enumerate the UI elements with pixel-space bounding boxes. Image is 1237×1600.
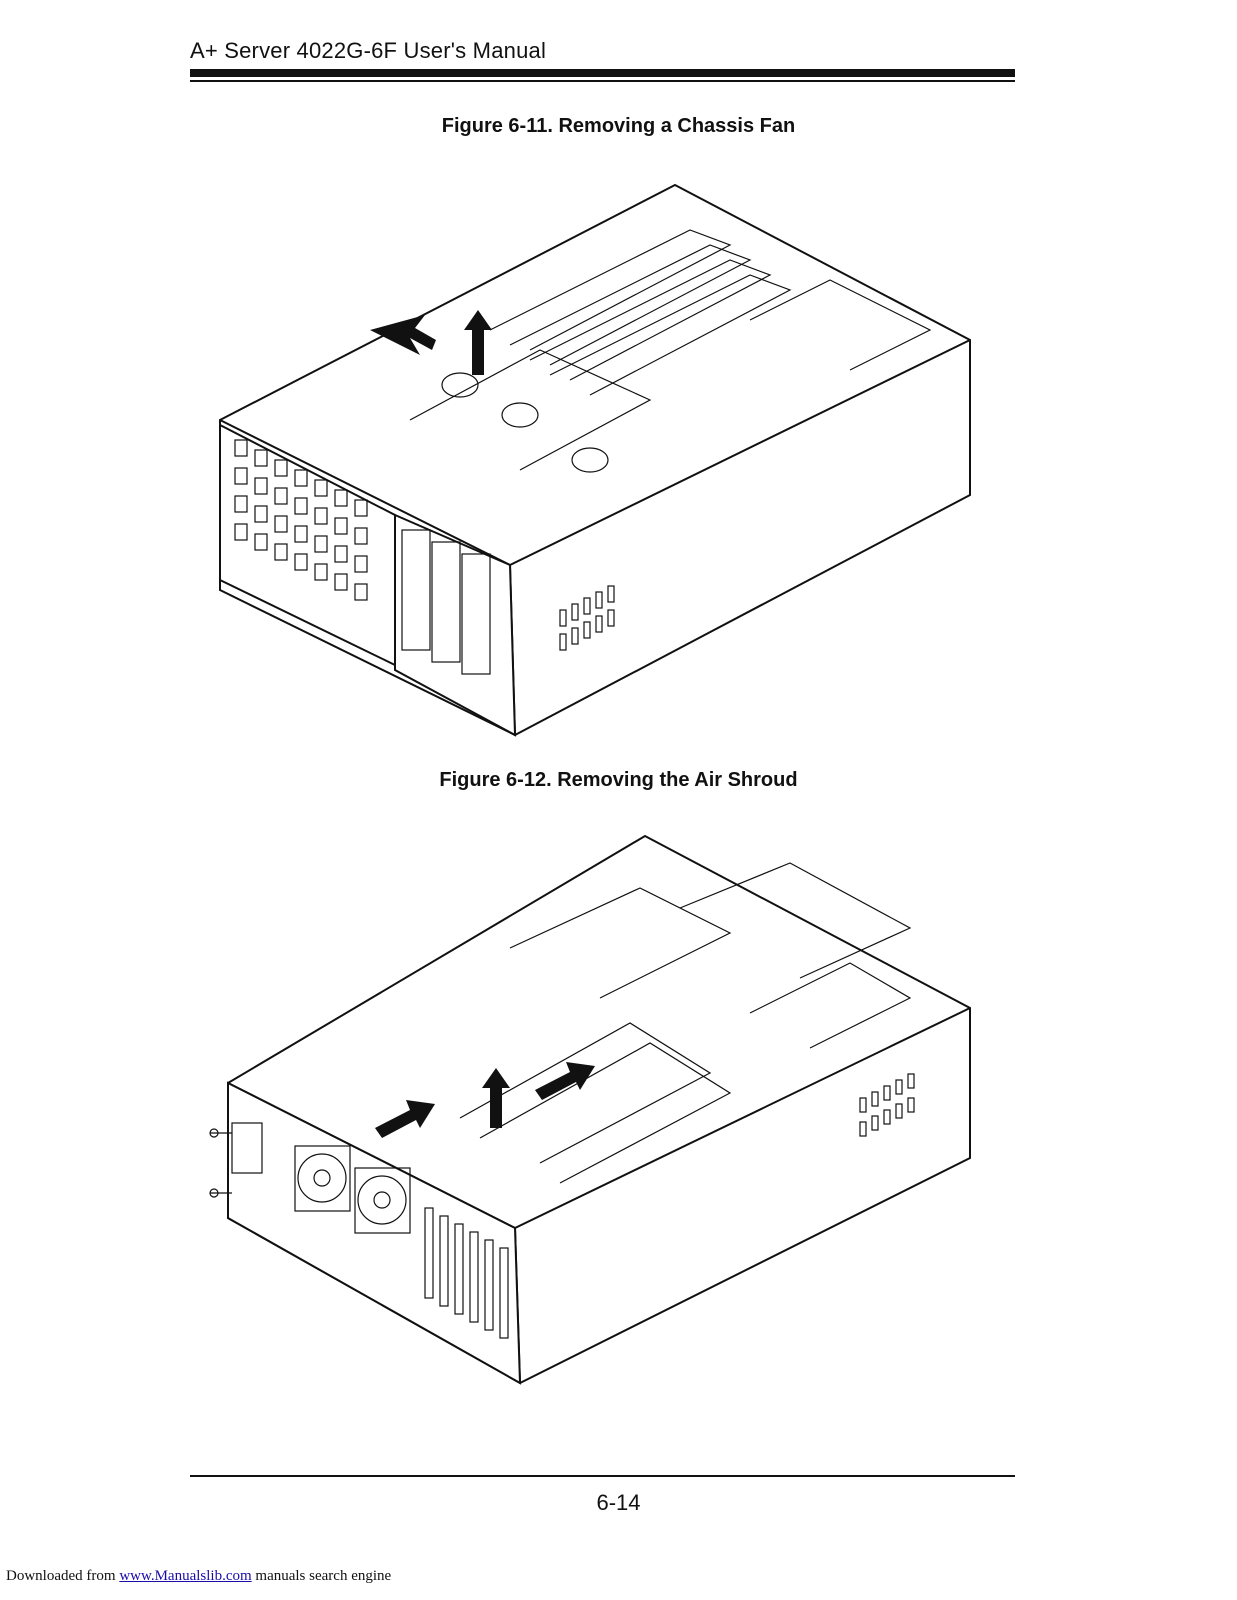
download-prefix: Downloaded from: [6, 1568, 120, 1584]
figure-caption-2: Figure 6-12. Removing the Air Shroud: [439, 769, 798, 791]
header-rule-thin: [190, 80, 1015, 82]
chassis-fan-removal-drawing: [210, 170, 1000, 740]
header-rule: [190, 69, 1015, 77]
download-notice: Downloaded from www.Manualslib.com manua…: [6, 1568, 391, 1585]
air-shroud-removal-drawing: [209, 828, 1000, 1398]
page-header-title: A+ Server 4022G-6F User's Manual: [190, 38, 547, 63]
footer-rule: [190, 1475, 1015, 1477]
manualslib-link[interactable]: www.Manualslib.com: [119, 1568, 252, 1584]
figure-caption-1: Figure 6-11. Removing a Chassis Fan: [441, 115, 796, 137]
download-suffix: manuals search engine: [251, 1568, 392, 1584]
page-number: 6-14: [596, 1490, 641, 1515]
